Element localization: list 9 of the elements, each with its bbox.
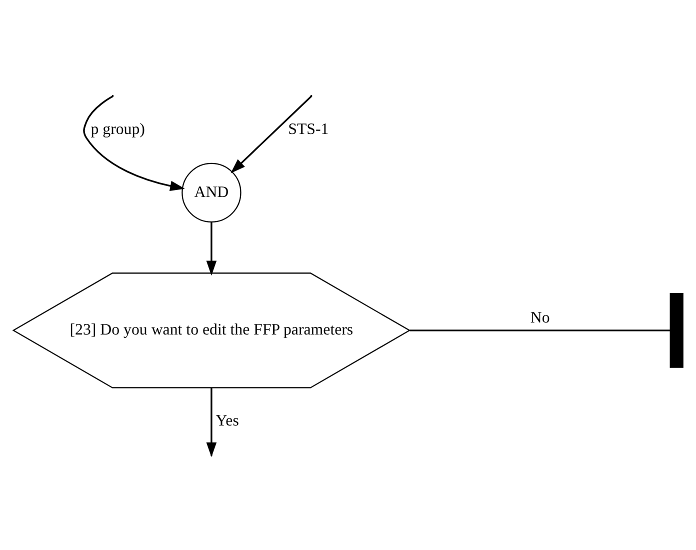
edge-label: STS-1 [288, 120, 329, 138]
connector [410, 329, 670, 331]
node-bar [670, 292, 684, 368]
arrow [206, 222, 217, 276]
edge-label: p group) [90, 120, 145, 138]
edge-label: Yes [216, 412, 239, 429]
node-circle: AND [182, 162, 242, 222]
arrow [230, 95, 312, 173]
edge-label: No [530, 309, 550, 326]
